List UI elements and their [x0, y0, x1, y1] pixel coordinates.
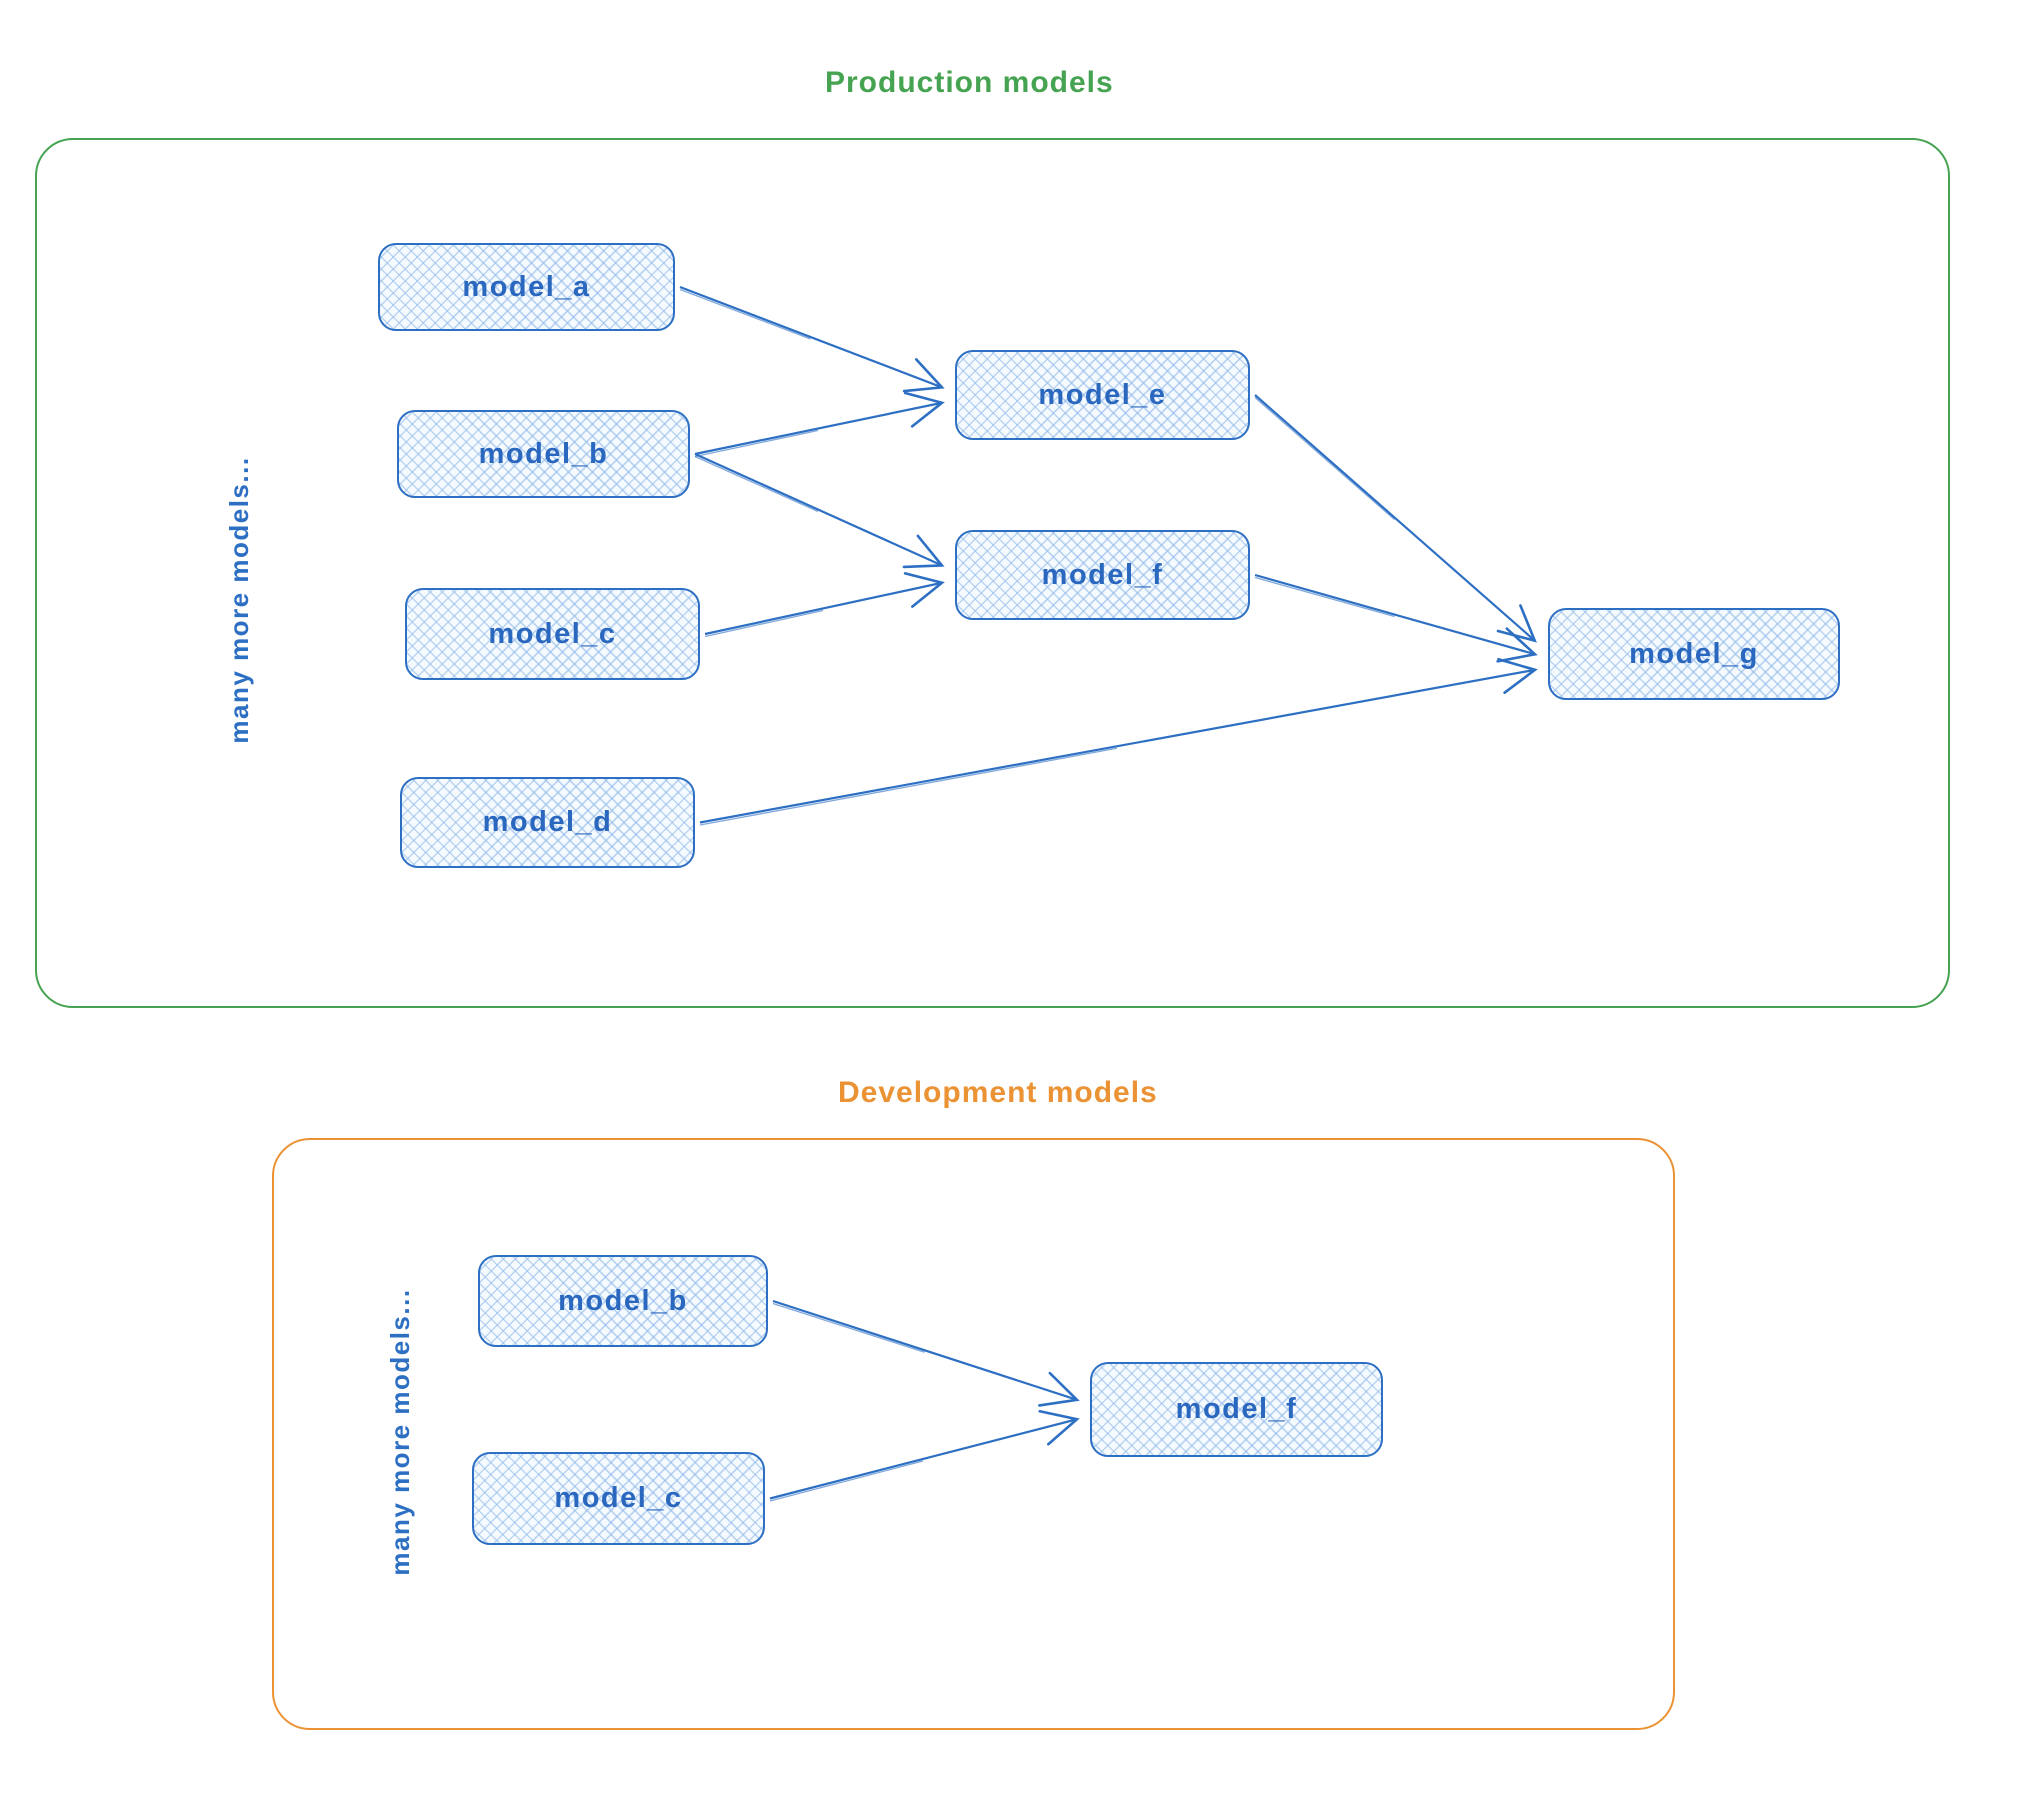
- production-side-label: many more models...: [223, 456, 254, 744]
- development-frame: [272, 1138, 1675, 1730]
- production-frame: [35, 138, 1950, 1008]
- production-title: Production models: [825, 66, 1114, 99]
- development-title: Development models: [838, 1076, 1158, 1109]
- development-side-label: many more models...: [384, 1288, 415, 1576]
